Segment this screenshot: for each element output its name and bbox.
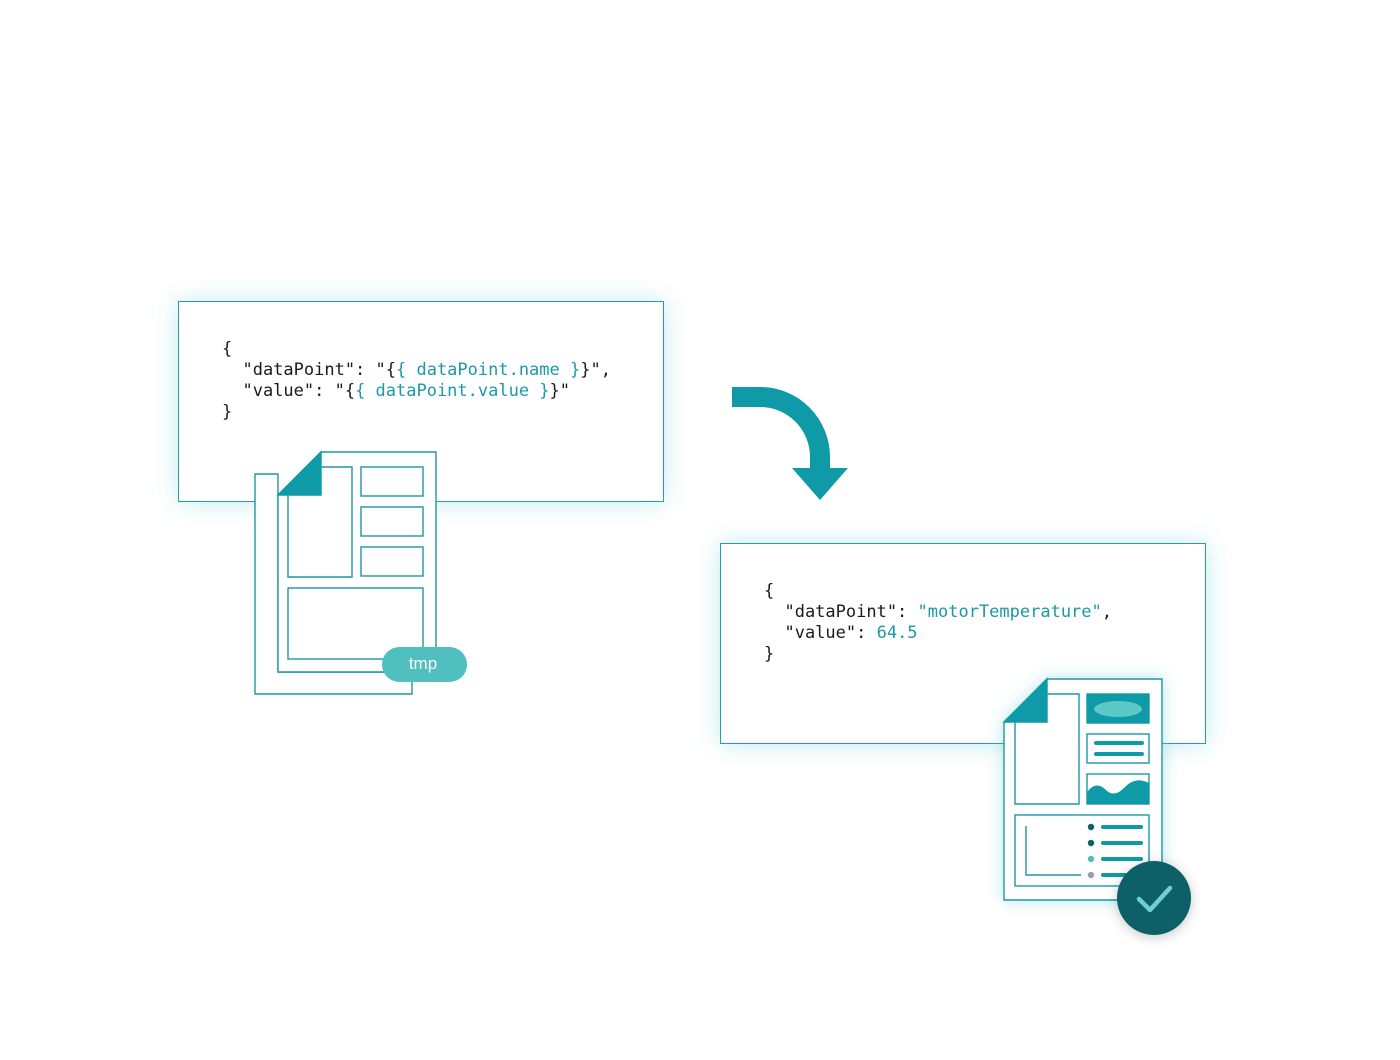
result-line-open: { (764, 581, 775, 601)
report-document-details (1002, 677, 1150, 887)
template-value-expression: { dataPoint.value } (355, 381, 550, 401)
template-value-key: "value": "{ (222, 381, 356, 401)
template-badge-label: tmp (409, 654, 437, 673)
result-line-close: } (764, 644, 775, 664)
result-datapoint-key: "dataPoint": (764, 602, 918, 622)
template-datapoint-end: }", (580, 360, 611, 380)
result-value-key: "value": (764, 623, 877, 643)
result-code-card: { "dataPoint": "motorTemperature", "valu… (720, 543, 1206, 744)
template-line-close: } (222, 402, 233, 422)
template-value-end: }" (549, 381, 571, 401)
template-datapoint-key: "dataPoint": "{ (222, 360, 396, 380)
result-datapoint-value: "motorTemperature" (917, 602, 1102, 622)
result-value-value: 64.5 (876, 623, 918, 643)
checkmark-icon (1117, 861, 1191, 935)
curved-arrow-icon (732, 387, 848, 500)
result-code-block: { "dataPoint": "motorTemperature", "valu… (764, 581, 1112, 665)
template-line-open: { (222, 339, 233, 359)
template-badge: tmp (382, 647, 467, 682)
result-datapoint-end: , (1101, 602, 1113, 622)
template-code-block: { "dataPoint": "{{ dataPoint.name }}", "… (222, 339, 611, 423)
template-datapoint-expression: { dataPoint.name } (396, 360, 581, 380)
